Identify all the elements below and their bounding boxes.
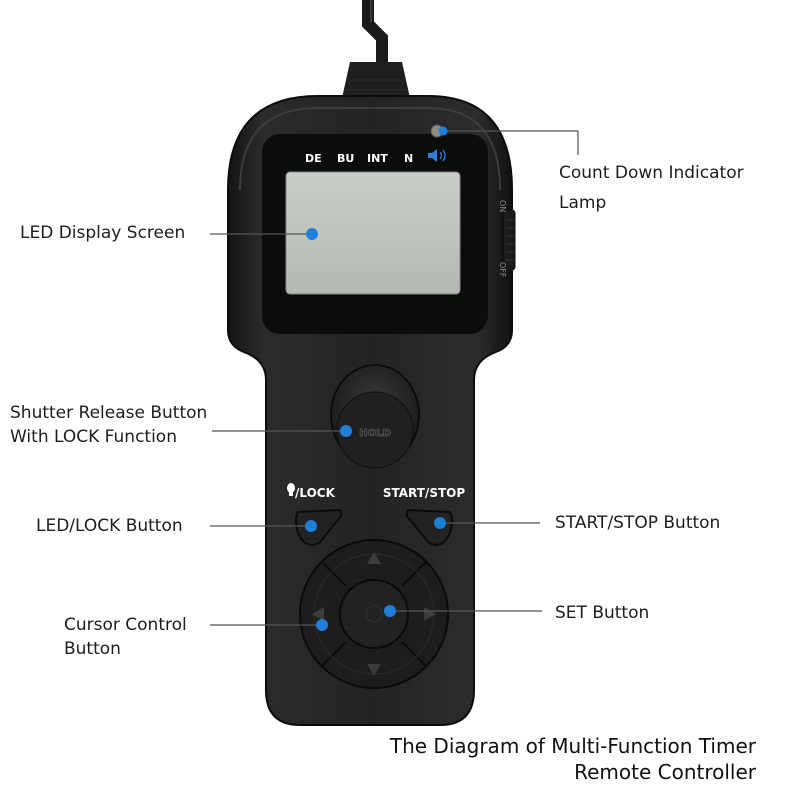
led-lock-label: /LOCK — [295, 486, 336, 500]
bulb-icon — [287, 483, 295, 496]
start-stop-label: START/STOP — [383, 486, 465, 500]
dot-set — [384, 605, 396, 617]
label-countdown-lamp-line2: Lamp — [559, 193, 607, 213]
label-set: SET Button — [555, 603, 650, 623]
label-led-lock: LED/LOCK Button — [36, 516, 183, 536]
power-switch[interactable] — [502, 209, 516, 271]
dot-cursor — [316, 619, 328, 631]
callout-dots — [305, 126, 448, 631]
led-display-screen — [285, 171, 461, 295]
dot-shutter — [340, 425, 352, 437]
label-led-display: LED Display Screen — [20, 223, 186, 243]
indicator-int: INT — [367, 152, 388, 165]
label-countdown-lamp-line1: Count Down Indicator — [559, 163, 744, 183]
led-lock-button[interactable] — [294, 508, 343, 546]
dot-led-lock — [305, 520, 317, 532]
switch-off-label: OFF — [498, 262, 507, 278]
caption-line1: The Diagram of Multi-Function Timer — [389, 734, 756, 758]
arrow-up-icon[interactable] — [367, 552, 381, 564]
label-shutter-line1: Shutter Release Button — [10, 403, 208, 423]
caption-line2: Remote Controller — [574, 760, 756, 784]
indicator-bu: BU — [337, 152, 354, 165]
label-countdown-lamp: Count Down Indicator Lamp — [559, 158, 744, 218]
arrow-down-icon[interactable] — [367, 664, 381, 676]
label-cursor: Cursor Control Button — [64, 613, 187, 661]
callout-lines — [210, 130, 579, 626]
hold-label: HOLD — [359, 428, 391, 439]
label-cursor-line1: Cursor Control — [64, 615, 187, 635]
diagram-caption: The Diagram of Multi-Function Timer Remo… — [390, 733, 756, 785]
indicator-n: N — [404, 152, 413, 165]
dot-countdown-lamp — [438, 126, 448, 136]
speaker-icon — [428, 149, 446, 162]
label-shutter: Shutter Release Button With LOCK Functio… — [10, 401, 207, 449]
screen-indicators: DE BU INT N — [305, 152, 413, 165]
cable — [342, 0, 410, 98]
label-cursor-line2: Button — [64, 639, 121, 659]
indicator-de: DE — [305, 152, 322, 165]
label-start-stop: START/STOP Button — [555, 513, 721, 533]
set-button[interactable] — [339, 579, 409, 649]
dot-start-stop — [434, 517, 446, 529]
arrow-left-icon[interactable] — [312, 607, 324, 621]
dot-led-display — [306, 228, 318, 240]
switch-on-label: ON — [498, 200, 507, 212]
label-shutter-line2: With LOCK Function — [10, 427, 177, 447]
